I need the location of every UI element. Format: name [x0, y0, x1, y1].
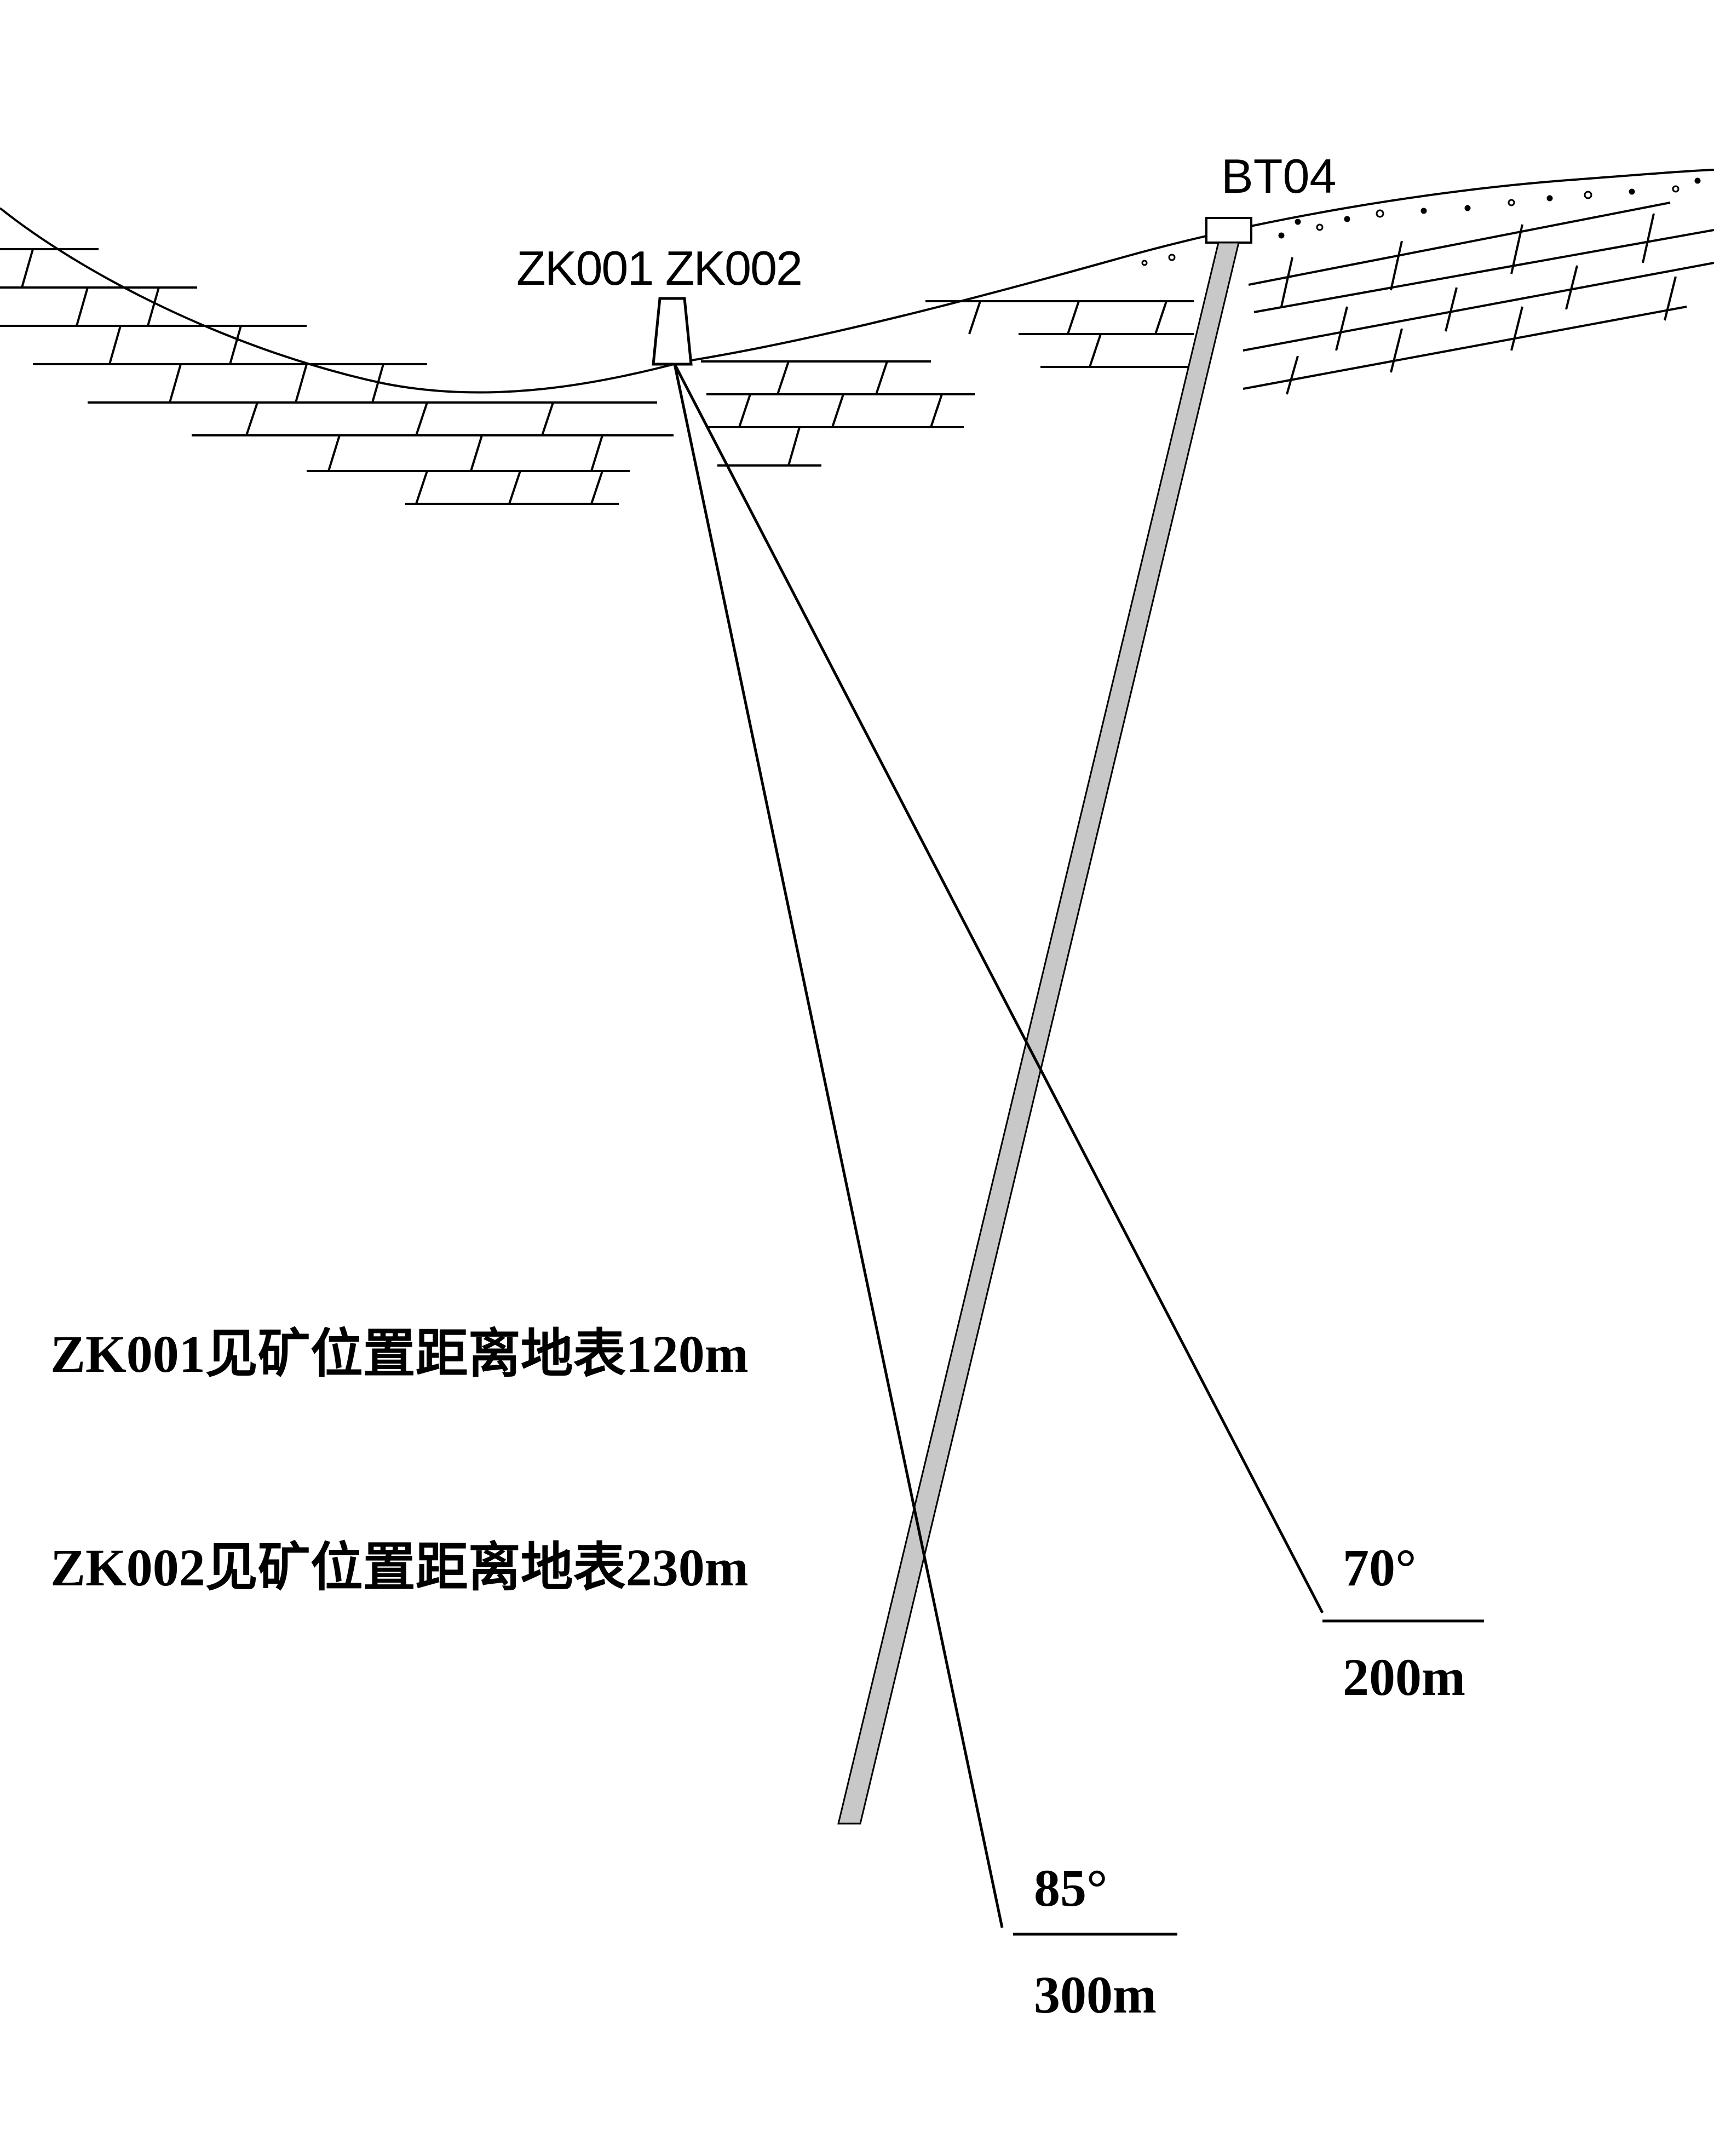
- zk-hole-pair-label: ZK001 ZK002: [516, 241, 802, 295]
- bt04-head-marker: [1205, 217, 1252, 244]
- limestone-strata-left: [0, 248, 674, 505]
- zk001-angle-label: 85°: [1034, 1859, 1107, 1917]
- limestone-strata-right: [1243, 202, 1714, 395]
- ground-surface-line: [0, 169, 1714, 394]
- zk001-borehole: [673, 364, 1004, 1928]
- zk002-ore-depth-note: ZK002见矿位置距离地表230m: [50, 1538, 749, 1597]
- zk002-borehole: [673, 363, 1324, 1614]
- zk002-angle-label: 70°: [1343, 1538, 1416, 1597]
- zk-rig-marker: [652, 297, 693, 366]
- zk001-depth-label: 300m: [1034, 1965, 1157, 2024]
- zk001-ore-depth-note: ZK001见矿位置距离地表120m: [50, 1325, 749, 1383]
- bt04-borehole: [837, 242, 1240, 1825]
- bt04-label: BT04: [1221, 149, 1336, 203]
- zk002-depth-label: 200m: [1343, 1648, 1465, 1706]
- limestone-strata-center: [701, 300, 1194, 467]
- surface-sediment: [1141, 177, 1701, 266]
